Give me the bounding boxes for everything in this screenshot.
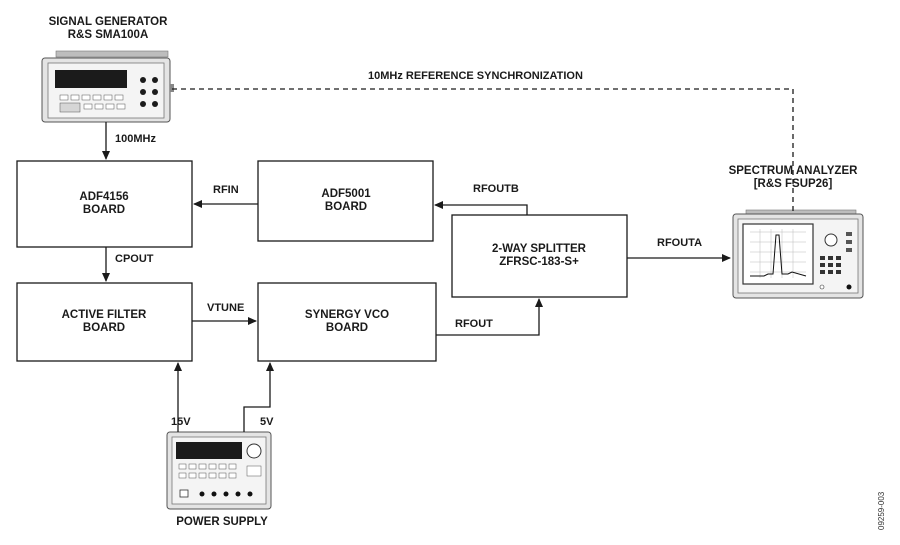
ref-sync-label: 10MHz REFERENCE SYNCHRONIZATION	[368, 70, 583, 82]
active-filter-label-line2: BOARD	[83, 322, 125, 334]
active-filter-label-line1: ACTIVE FILTER	[62, 309, 147, 321]
spectrum-analyzer-instrument	[732, 209, 864, 299]
splitter-label-line1: 2-WAY SPLITTER	[492, 243, 587, 255]
100mhz-label: 100MHz	[115, 133, 156, 145]
signal-generator-instrument	[41, 50, 174, 123]
signal-generator-display	[55, 70, 127, 88]
spectrum-analyzer-screen	[742, 223, 814, 285]
adf4156-label-line2: BOARD	[83, 204, 125, 216]
adf4156-label-line1: ADF4156	[79, 191, 128, 203]
signal-generator-label-line2: R&S SMA100A	[68, 29, 149, 41]
adf5001-board-block: ADF5001 BOARD	[257, 160, 434, 242]
power-supply-label: POWER SUPPLY	[176, 516, 268, 528]
power-supply-display	[176, 442, 242, 459]
synergy-vco-label-line1: SYNERGY VCO	[305, 309, 389, 321]
active-filter-board-block: ACTIVE FILTER BOARD	[16, 282, 193, 362]
spectrum-trace	[750, 234, 807, 277]
reference-sync-dashed-line	[172, 88, 794, 212]
adf5001-label-line2: BOARD	[325, 201, 367, 213]
synergy-vco-label-line2: BOARD	[326, 322, 368, 334]
vtune-label: VTUNE	[207, 302, 244, 314]
adf5001-label-line1: ADF5001	[321, 188, 371, 200]
figure-id: 09259-003	[877, 491, 886, 530]
rfin-label: RFIN	[213, 184, 239, 196]
rfouta-label: RFOUTA	[657, 237, 702, 249]
5v-label: 5V	[260, 416, 274, 428]
rfoutb-arrow	[434, 201, 528, 215]
rfout-arrow	[436, 298, 543, 336]
adf4156-board-block: ADF4156 BOARD	[16, 160, 193, 248]
rfoutb-label: RFOUTB	[473, 183, 519, 195]
signal-generator-label-line1: SIGNAL GENERATOR	[49, 16, 169, 28]
splitter-label-line2: ZFRSC-183-S+	[499, 256, 579, 268]
rfout-label: RFOUT	[455, 318, 493, 330]
splitter-block: 2-WAY SPLITTER ZFRSC-183-S+	[451, 214, 628, 298]
5v-arrow	[243, 362, 274, 432]
15v-label: 15V	[171, 416, 191, 428]
cpout-label: CPOUT	[115, 253, 154, 265]
power-supply-instrument	[166, 431, 272, 510]
synergy-vco-board-block: SYNERGY VCO BOARD	[257, 282, 437, 362]
